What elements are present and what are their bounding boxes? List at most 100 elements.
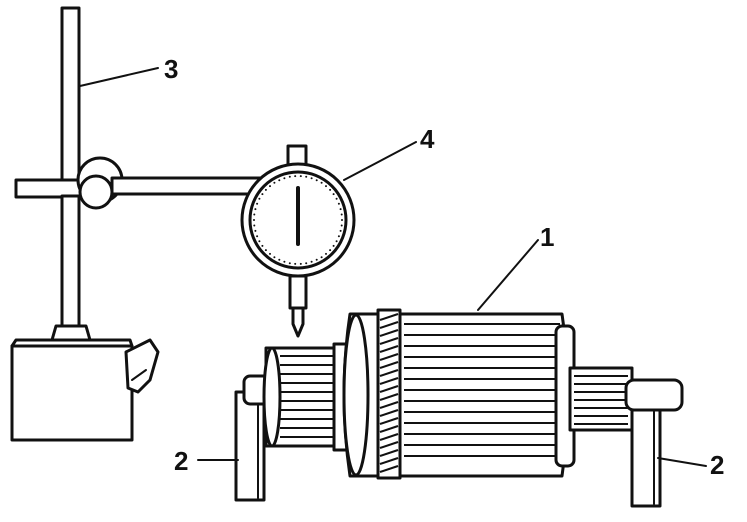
- leader-4: [343, 141, 417, 181]
- winding-hatch-line: [379, 457, 399, 465]
- callout-labels: 3 4 1 2 2: [164, 54, 724, 480]
- graduation-dot: [325, 252, 327, 255]
- graduation-dot: [320, 256, 323, 259]
- graduation-dot: [264, 249, 267, 252]
- graduation-dot: [273, 256, 276, 259]
- indicator-arm: [110, 176, 264, 196]
- winding-hatch-line: [379, 385, 399, 393]
- clamp-front: [78, 174, 114, 210]
- graduation-dot: [329, 249, 332, 252]
- graduation-dot: [310, 177, 313, 180]
- graduation-dot: [273, 181, 276, 184]
- graduation-dot: [258, 240, 261, 243]
- dial-indicator: [240, 144, 356, 338]
- graduation-dot: [261, 193, 264, 196]
- graduation-dot: [256, 235, 259, 238]
- leader-1: [477, 239, 539, 311]
- graduation-dot: [332, 244, 335, 247]
- graduation-dot: [278, 258, 281, 261]
- graduation-dot: [253, 224, 256, 227]
- leader-3: [79, 67, 159, 87]
- graduation-dot: [294, 175, 297, 178]
- winding-hatch-line: [379, 345, 399, 353]
- graduation-dot: [299, 262, 302, 265]
- graduation-dot: [340, 213, 343, 216]
- magnetic-stand: [10, 6, 264, 442]
- graduation-dot: [335, 240, 338, 243]
- winding-hatch-line: [379, 369, 399, 377]
- v-block-left-body: [234, 390, 266, 502]
- graduation-dot: [264, 188, 267, 191]
- graduation-dot: [332, 193, 335, 196]
- graduation-dot: [299, 175, 302, 178]
- graduation-dot: [339, 229, 342, 232]
- armature: [242, 308, 684, 480]
- winding-hatch-line: [379, 433, 399, 441]
- stand-post-lower: [60, 194, 81, 328]
- graduation-dot: [269, 252, 271, 255]
- graduation-dot: [339, 208, 342, 211]
- winding-hatching: [379, 313, 399, 473]
- base-top-face: [10, 338, 134, 348]
- shaft-right-end: [624, 378, 684, 412]
- graduation-dot: [294, 262, 297, 265]
- winding-hatch-line: [379, 401, 399, 409]
- indicator-graduations: [253, 175, 343, 265]
- graduation-dot: [305, 262, 308, 265]
- graduation-dot: [325, 185, 327, 188]
- winding-hatch-line: [379, 361, 399, 369]
- winding-hatch-line: [379, 353, 399, 361]
- winding-hatch-line: [379, 321, 399, 329]
- winding-hatch-line: [379, 377, 399, 385]
- graduation-dot: [315, 258, 318, 261]
- core-slots: [404, 323, 560, 457]
- winding-hatch-line: [379, 449, 399, 457]
- label-v-block-left: 2: [174, 446, 188, 476]
- v-block-left: [234, 390, 266, 502]
- graduation-dot: [278, 179, 281, 182]
- graduation-dot: [310, 260, 313, 263]
- graduation-dot: [269, 185, 271, 188]
- graduation-dot: [253, 213, 256, 216]
- graduation-dot: [320, 181, 323, 184]
- graduation-dot: [315, 179, 318, 182]
- winding-hatch-line: [379, 329, 399, 337]
- post-nut: [50, 324, 92, 342]
- magnetic-base: [10, 344, 134, 442]
- graduation-dot: [254, 208, 257, 211]
- core-left-face: [342, 313, 370, 477]
- winding-hatch-line: [379, 417, 399, 425]
- winding-hatch-line: [379, 337, 399, 345]
- v-block-right: [630, 394, 662, 508]
- graduation-dot: [254, 229, 257, 232]
- lever-detail: [131, 369, 147, 381]
- commutator-bars: [280, 355, 338, 438]
- commutator-end: [262, 346, 282, 448]
- label-armature: 1: [540, 222, 554, 252]
- leader-lines: [79, 67, 707, 467]
- label-dial-indicator: 4: [420, 124, 435, 154]
- winding-hatch-line: [379, 393, 399, 401]
- winding-hatch-line: [379, 409, 399, 417]
- graduation-dot: [283, 177, 286, 180]
- graduation-dot: [340, 224, 343, 227]
- graduation-dot: [335, 197, 338, 200]
- graduation-dot: [253, 219, 255, 221]
- graduation-dot: [288, 262, 291, 265]
- graduation-dot: [256, 202, 259, 205]
- v-block-right-body: [630, 394, 662, 508]
- graduation-dot: [258, 197, 261, 200]
- graduation-dot: [337, 235, 340, 238]
- label-v-block-right: 2: [710, 450, 724, 480]
- indicator-plunger: [291, 306, 305, 338]
- graduation-dot: [341, 219, 343, 221]
- graduation-dot: [261, 244, 264, 247]
- graduation-dot: [288, 175, 291, 178]
- indicator-bottom-stem: [288, 274, 308, 310]
- leader-2-right: [657, 457, 707, 467]
- graduation-dot: [305, 175, 308, 178]
- graduation-dot: [329, 188, 332, 191]
- graduation-dot: [337, 202, 340, 205]
